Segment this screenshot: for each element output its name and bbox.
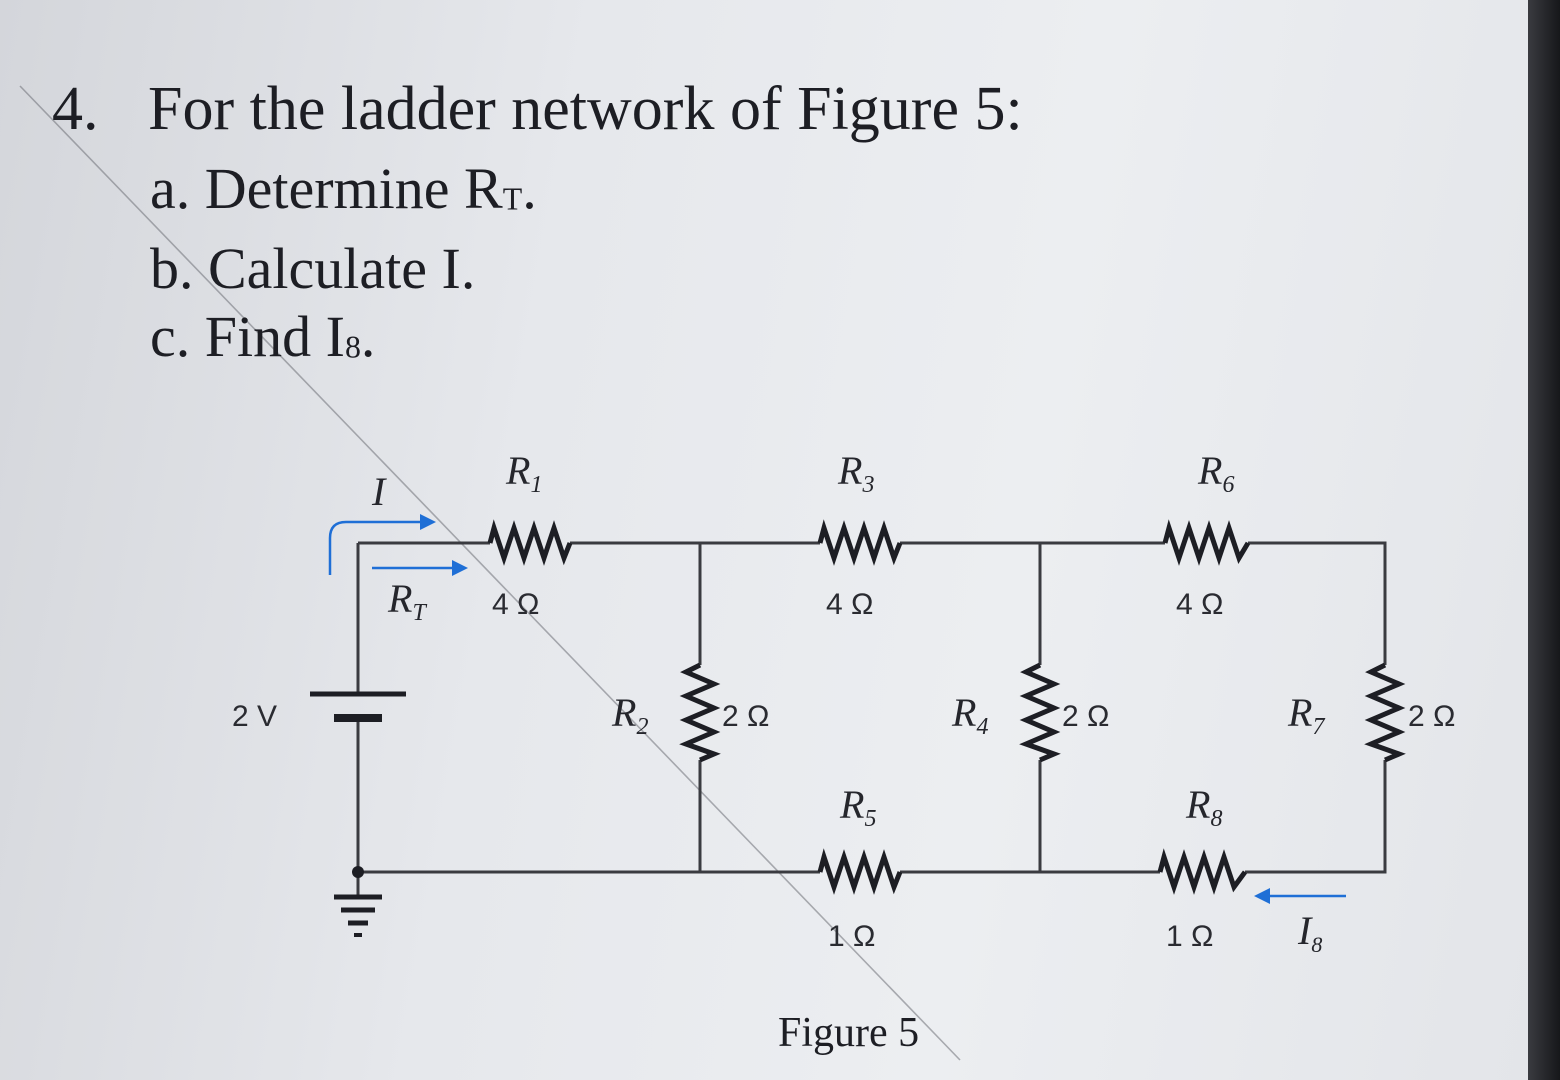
r5-label-sub: 5 (864, 806, 876, 832)
current-i-arrow-icon (328, 514, 436, 575)
resistor-r7-symbol (1364, 662, 1406, 763)
part-b-text: b. Calculate I. (150, 236, 476, 301)
current-i-label: I (371, 469, 387, 514)
rt-label-sub: T (412, 600, 427, 626)
r1-value: 4 Ω (492, 588, 539, 621)
r8-value: 1 Ω (1166, 920, 1213, 953)
part-a: a. Determine RT. (150, 160, 537, 218)
part-c-text: c. Find I (150, 304, 345, 369)
r4-label-sub: 4 (976, 714, 988, 740)
r6-value: 4 Ω (1176, 588, 1223, 621)
current-i8-arrow-icon (1254, 888, 1346, 904)
part-a-text: a. Determine R (150, 156, 503, 221)
r3-label-main: R (837, 448, 862, 493)
r6-label: R6 (1197, 448, 1234, 498)
part-b: b. Calculate I. (150, 240, 475, 298)
part-a-sub: T (502, 181, 523, 217)
r4-label: R4 (951, 690, 988, 740)
r5-value: 1 Ω (828, 920, 875, 953)
r8-label-main: R (1185, 782, 1210, 827)
resistor-r1-symbol (487, 519, 573, 566)
part-c-suffix: . (360, 304, 376, 369)
r3-label: R3 (837, 448, 874, 498)
r1-label-sub: 1 (530, 472, 542, 498)
ground-icon (334, 866, 382, 937)
question-number: 4. (52, 75, 99, 143)
rt-arrow-icon (372, 560, 468, 576)
figure-caption: Figure 5 (778, 1010, 919, 1056)
part-c-sub: 8 (344, 329, 361, 365)
r1-label: R1 (505, 448, 542, 498)
r7-label-main: R (1287, 690, 1312, 735)
r5-label-main: R (839, 782, 864, 827)
r7-value: 2 Ω (1408, 700, 1455, 733)
r4-value: 2 Ω (1062, 700, 1109, 733)
r1-label-main: R (505, 448, 530, 493)
r8-label: R8 (1185, 782, 1222, 832)
question-prompt: For the ladder network of Figure 5: (148, 75, 1023, 143)
battery-icon (310, 691, 406, 722)
rt-label-main: R (387, 576, 412, 621)
r3-label-sub: 3 (861, 472, 874, 498)
part-a-suffix: . (522, 156, 537, 221)
resistor-r6-symbol (1162, 519, 1251, 566)
top-wire (358, 541, 1387, 665)
r6-label-main: R (1197, 448, 1222, 493)
device-bezel (1528, 0, 1560, 1080)
r2-label-sub: 2 (636, 714, 648, 740)
resistor-r5-symbol (817, 848, 903, 895)
r2-label-main: R (611, 690, 636, 735)
ladder-network-diagram: I RT 2 V R1 4 Ω R3 4 Ω R6 4 Ω R2 2 Ω R4 … (232, 448, 1455, 1056)
part-c: c. Find I8. (150, 308, 375, 366)
rt-label: RT (387, 576, 427, 626)
r2-value: 2 Ω (722, 700, 769, 733)
r6-label-sub: 6 (1222, 472, 1234, 498)
r7-label: R7 (1287, 690, 1325, 740)
r2-label: R2 (611, 690, 648, 740)
screen (0, 0, 1528, 1080)
source-voltage-label: 2 V (232, 700, 277, 733)
r7-label-sub: 7 (1312, 714, 1325, 740)
i8-label-main: I (1297, 908, 1313, 953)
resistor-r8-symbol (1157, 848, 1248, 895)
r4-label-main: R (951, 690, 976, 735)
r5-label: R5 (839, 782, 876, 832)
i8-label: I8 (1297, 908, 1322, 957)
i8-label-sub: 8 (1311, 932, 1322, 957)
resistor-r2-symbol (679, 662, 721, 763)
resistor-r3-symbol (817, 519, 903, 566)
r8-label-sub: 8 (1210, 806, 1222, 832)
pen-mark-line (19, 85, 961, 1061)
r3-value: 4 Ω (826, 588, 873, 621)
resistor-r4-symbol (1019, 662, 1061, 763)
